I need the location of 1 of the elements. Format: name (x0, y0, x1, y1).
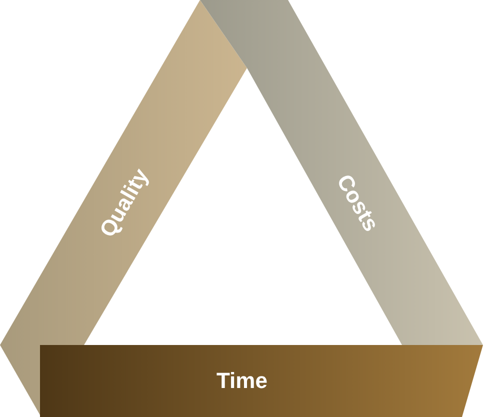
band-label: Time (216, 368, 268, 394)
